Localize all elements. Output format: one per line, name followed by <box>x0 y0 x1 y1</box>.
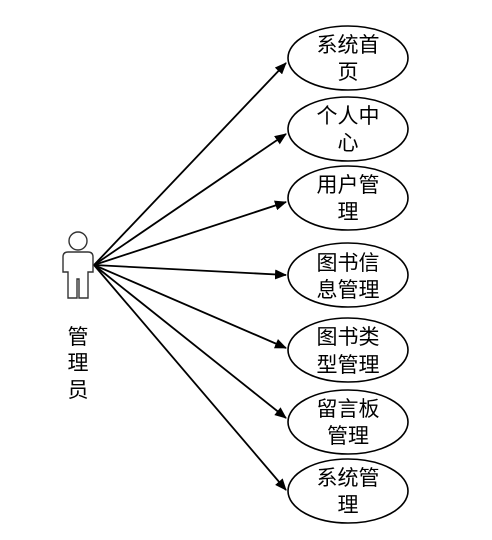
use-case-personal-center: 个人中 心 <box>287 96 409 162</box>
actor-name-line-1: 管 <box>68 325 89 349</box>
use-case-system-management: 系统管 理 <box>287 458 409 524</box>
use-case-message-board-management: 留言板 管理 <box>287 389 409 455</box>
use-case-book-info-management: 图书信 息管理 <box>287 242 409 308</box>
association-lines <box>93 62 287 491</box>
use-case-message-board-management-line-1: 留言板 <box>317 397 380 421</box>
association-arrow-4 <box>93 264 287 280</box>
use-case-home: 系统首 页 <box>287 25 409 91</box>
use-case-home-line-1: 系统首 <box>317 33 380 57</box>
use-case-book-type-management-line-2: 型管理 <box>317 353 380 377</box>
association-arrow-2 <box>93 133 287 266</box>
use-case-system-management-line-1: 系统管 <box>317 466 380 490</box>
association-arrow-1 <box>93 62 287 266</box>
use-case-book-type-management-line-1: 图书类 <box>317 325 380 349</box>
use-case-personal-center-line-2: 心 <box>338 131 359 155</box>
use-case-home-line-2: 页 <box>338 60 359 84</box>
association-arrow-5 <box>93 264 287 349</box>
use-case-book-info-management-line-1: 图书信 <box>317 251 380 275</box>
actor-name-line-3: 员 <box>68 378 89 402</box>
use-case-personal-center-line-1: 个人中 <box>317 104 380 128</box>
association-arrow-7 <box>93 264 287 491</box>
actor-name-line-2: 理 <box>68 351 89 375</box>
stick-figure-actor-icon <box>62 231 94 299</box>
use-case-system-management-line-2: 理 <box>338 493 359 517</box>
association-arrow-3 <box>93 200 287 266</box>
use-case-user-management-line-2: 理 <box>338 200 359 224</box>
use-case-user-management-line-1: 用户管 <box>317 173 380 197</box>
use-case-message-board-management-line-2: 管理 <box>327 424 369 448</box>
association-arrow-6 <box>93 264 287 419</box>
use-case-book-type-management: 图书类 型管理 <box>287 317 409 383</box>
actor: 管 理 员 <box>62 231 94 402</box>
use-case-user-management: 用户管 理 <box>287 165 409 231</box>
use-case-book-info-management-line-2: 息管理 <box>317 278 380 302</box>
